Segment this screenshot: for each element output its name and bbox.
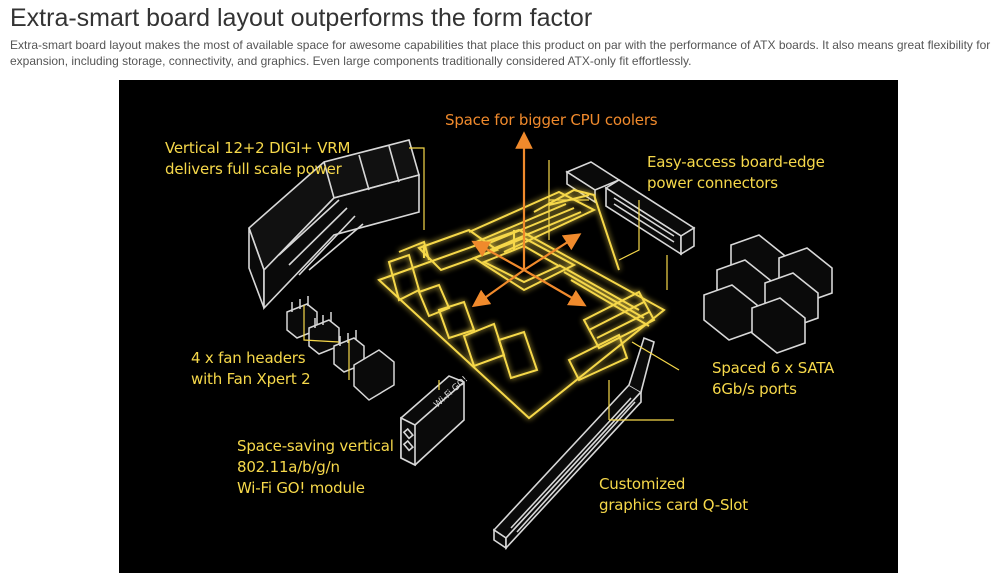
board-layout-diagram: Wi-Fi GO! (119, 80, 898, 573)
qslot-icon (492, 336, 655, 551)
cpu-space-arrows (471, 131, 587, 308)
callout-sata: Spaced 6 x SATA 6Gb/s ports (712, 359, 835, 398)
page-title: Extra-smart board layout outperforms the… (10, 4, 593, 32)
callout-fan-headers: 4 x fan headers with Fan Xpert 2 (191, 349, 311, 388)
page-description: Extra-smart board layout makes the most … (10, 38, 991, 68)
wifi-module-icon: Wi-Fi GO! (400, 375, 470, 467)
fan-headers-icon (286, 296, 395, 401)
callout-vrm: Vertical 12+2 DIGI+ VRM delivers full sc… (165, 139, 351, 178)
power-connector-icon (565, 161, 696, 256)
callout-qslot: Customized graphics card Q-Slot (599, 475, 748, 514)
motherboard-icon (377, 188, 666, 420)
diagram-illustration: Wi-Fi GO! (248, 131, 833, 551)
callout-lines (303, 147, 680, 421)
callout-wifi: Space-saving vertical 802.11a/b/g/n Wi-F… (237, 437, 394, 497)
vrm-heatsink-icon (248, 139, 420, 310)
callout-cpu-coolers: Space for bigger CPU coolers (445, 111, 658, 129)
callout-power-connectors: Easy-access board-edge power connectors (647, 153, 825, 192)
sata-ports-icon (703, 234, 833, 354)
